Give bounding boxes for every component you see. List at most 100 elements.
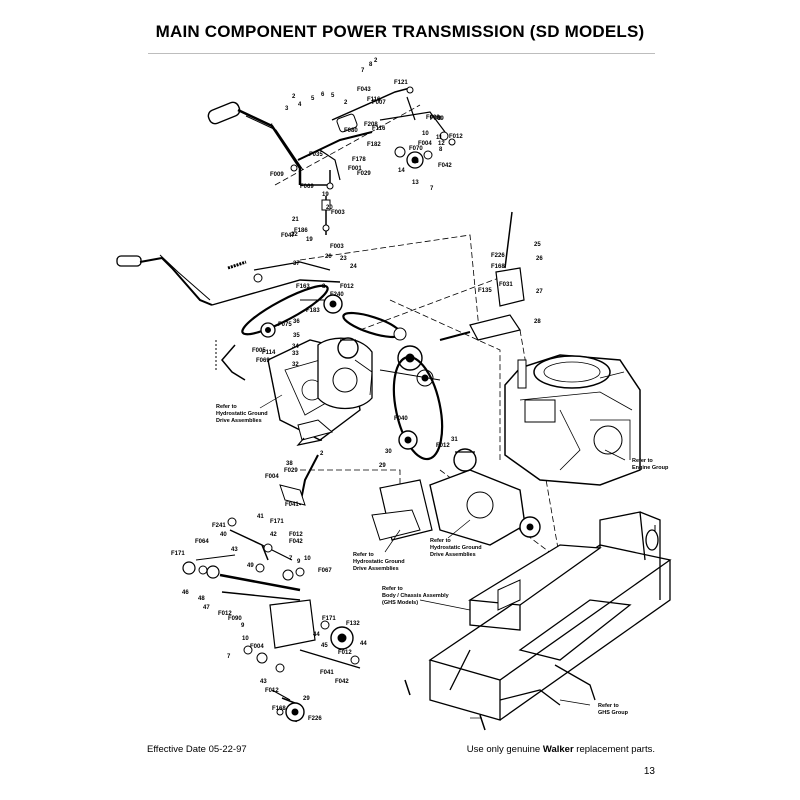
callout-label: 10 [304, 556, 311, 562]
callout-label: 35 [293, 333, 300, 339]
callout-label: 21 [292, 217, 299, 223]
callout-label: 22 [291, 232, 298, 238]
callout-label: F009 [270, 172, 284, 178]
callout-label: F183 [306, 308, 320, 314]
callout-label: F070 [409, 146, 423, 152]
control-lever-assembly [207, 86, 456, 235]
callout-label: F178 [352, 157, 366, 163]
callout-label: 31 [451, 437, 458, 443]
callout-label: 8 [439, 147, 443, 153]
callout-label: 25 [534, 242, 541, 248]
control-rod [279, 454, 319, 506]
callout-label: 29 [303, 696, 310, 702]
callout-label: F208 [364, 122, 378, 128]
drive-linkage-assembly [116, 254, 407, 381]
callout-label: 4 [298, 102, 302, 108]
callout-label: 42 [270, 532, 277, 538]
callout-label: 7 [289, 556, 293, 562]
footer-brand: Walker [542, 744, 574, 755]
callout-label: F009 [426, 115, 440, 121]
callout-label: F009 [430, 116, 444, 122]
callout-label: F067 [318, 568, 332, 574]
callout-label: 46 [182, 590, 189, 596]
callout-label: F090 [228, 616, 242, 622]
callout-label: F007 [372, 100, 386, 106]
callout-label: F121 [394, 80, 408, 86]
reference-notes: Refer to Hydrostatic Ground Drive Assemb… [216, 404, 669, 716]
callout-label: 5 [311, 96, 315, 102]
callout-label: F047 [281, 233, 295, 239]
callout-label: F004 [265, 474, 279, 480]
callout-label: 9 [297, 559, 301, 565]
callout-label: F003 [331, 210, 345, 216]
callout-label: 5 [331, 93, 335, 99]
callout-label: F069 [300, 184, 314, 190]
callout-label: 2 [374, 58, 378, 64]
reference-leaders [259, 394, 626, 719]
callout-label: F116 [372, 126, 386, 132]
footer-suffix: replacement parts. [573, 744, 655, 755]
callout-label: 12 [438, 141, 445, 147]
callout-label: 44 [313, 632, 320, 638]
callout-label: 8 [322, 284, 326, 290]
reference-note: Refer to Hydrostatic Ground Drive Assemb… [216, 404, 269, 424]
callout-label: 2 [320, 451, 324, 457]
callout-label: F226 [491, 253, 505, 259]
effective-date: Effective Date 05-22-97 [147, 744, 247, 755]
callout-label: F029 [357, 171, 371, 177]
dipstick-shaft [439, 211, 525, 341]
callout-label: 24 [350, 264, 357, 270]
callout-label: F031 [499, 282, 513, 288]
footer-note: Use only genuine Walker replacement part… [467, 744, 655, 755]
callout-label: F004 [250, 644, 264, 650]
callout-label: 43 [231, 547, 238, 553]
brake-idler-assembly [182, 517, 361, 723]
callout-label: 34 [292, 344, 299, 350]
left-transmission [267, 337, 373, 446]
callout-label: F168 [491, 264, 505, 270]
callout-label: F064 [195, 539, 209, 545]
callout-label: 27 [536, 289, 543, 295]
callout-label: F226 [308, 716, 322, 722]
chassis-frame [404, 511, 672, 731]
callout-label: F135 [478, 288, 492, 294]
callout-label: F005 [252, 348, 266, 354]
callout-label: F163 [296, 284, 310, 290]
callout-label: 23 [340, 256, 347, 262]
callout-label: F043 [357, 87, 371, 93]
callout-label: 2 [292, 94, 296, 100]
callout-label: 29 [379, 463, 386, 469]
callout-label: 37 [293, 261, 300, 267]
page-number: 13 [643, 766, 655, 777]
callout-label: F132 [346, 621, 360, 627]
footer-prefix: Use only genuine [466, 744, 543, 755]
reference-note: Refer to Engine Group [632, 458, 669, 471]
right-transmission [371, 448, 541, 546]
callout-label: 13 [412, 180, 419, 186]
callout-label: F041 [320, 670, 334, 676]
callout-label: 2 [344, 100, 348, 106]
callout-label: 20 [325, 254, 332, 260]
callout-label: F075 [278, 322, 292, 328]
callout-label: 30 [385, 449, 392, 455]
callout-label: 7 [430, 186, 434, 192]
callout-label: 1 [270, 124, 274, 130]
callout-label: 33 [292, 351, 299, 357]
callout-label: 9 [438, 116, 442, 122]
callout-label: F001 [348, 166, 362, 172]
callout-label: F004 [418, 141, 432, 147]
callout-label: 8 [369, 62, 373, 68]
callout-label: F240 [330, 292, 344, 298]
callout-label: F012 [289, 532, 303, 538]
callout-label: F171 [322, 616, 336, 622]
callout-label: 19 [306, 237, 313, 243]
callout-label: 6 [321, 92, 325, 98]
callout-label: 7 [227, 654, 231, 660]
callout-label: F168 [272, 706, 286, 712]
callout-label: 36 [293, 319, 300, 325]
engine [504, 354, 641, 486]
callout-label: 15 [412, 159, 419, 165]
callout-label: F241 [212, 523, 226, 529]
callout-label: F069 [256, 358, 270, 364]
title-rule [148, 53, 655, 54]
